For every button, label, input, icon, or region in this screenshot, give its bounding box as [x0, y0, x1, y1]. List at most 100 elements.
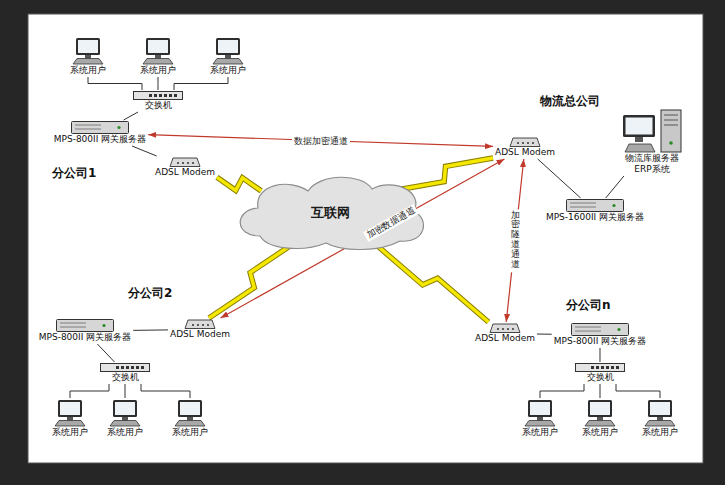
gateway-panel — [570, 203, 596, 204]
network-cable — [97, 344, 114, 362]
sw-icon — [575, 363, 625, 372]
network-cable — [133, 329, 168, 330]
lightning-outline — [217, 177, 261, 191]
pc-icon — [71, 37, 105, 65]
network-cable — [616, 384, 660, 398]
device-label: MPS-800II 网关服务器 — [554, 336, 647, 347]
device-label: 系统用户 — [210, 65, 246, 76]
monitor-frame — [623, 115, 655, 137]
switch-port — [169, 94, 172, 97]
switch-port — [136, 366, 139, 369]
monitor-screen — [180, 402, 200, 415]
pc-device: 系统用户 — [138, 36, 178, 77]
pc-icon — [141, 37, 175, 65]
gw-icon — [71, 121, 129, 134]
keyboard — [175, 421, 205, 427]
gateway-panel — [75, 129, 101, 130]
monitor-frame — [216, 38, 240, 55]
mdm-device: ADSL Modem — [473, 322, 537, 345]
power-led — [669, 141, 673, 145]
monitor-frame — [648, 400, 672, 417]
switch-case — [101, 364, 150, 372]
modem-led — [507, 328, 509, 330]
gateway-panel — [570, 207, 596, 208]
mdm-device: ADSL Modem — [153, 156, 217, 179]
keyboard — [213, 59, 243, 65]
edge-label-holder: 加密数据通道 — [363, 204, 419, 242]
switch-port — [596, 366, 599, 369]
lightning-link — [372, 241, 489, 322]
tunnel-arrow — [506, 159, 524, 322]
gw-device: MPS-800II 网关服务器 — [552, 322, 649, 348]
mdm-device: ADSL Modem — [493, 136, 557, 159]
device-label: ADSL Modem — [155, 167, 215, 178]
gateway-panel — [60, 327, 86, 328]
modem-case — [510, 138, 540, 147]
monitor-frame — [146, 38, 170, 55]
gw-icon — [571, 323, 629, 336]
switch-port — [131, 366, 134, 369]
drive-bay — [664, 115, 678, 116]
drive-bay — [664, 125, 678, 126]
mdm-icon — [168, 157, 202, 167]
gw-icon — [566, 199, 624, 212]
sw-device: 交换机 — [131, 90, 185, 112]
lightning-link — [217, 177, 261, 191]
pc-device: 系统用户 — [580, 398, 620, 439]
tunnel-arrow — [148, 135, 493, 147]
keyboard — [625, 144, 655, 152]
monitor-screen — [590, 402, 610, 415]
device-label: 系统用户 — [582, 427, 618, 438]
modem-led — [532, 142, 534, 144]
sw-device: 交换机 — [98, 362, 152, 384]
device-label: 系统用户 — [107, 427, 143, 438]
monitor-screen — [218, 40, 238, 53]
network-cable — [537, 334, 552, 335]
gw-icon — [56, 319, 114, 332]
switch-port — [611, 366, 614, 369]
mdm-icon — [488, 323, 522, 333]
modem-led — [502, 328, 504, 330]
monitor-screen — [60, 402, 80, 415]
modem-led — [197, 324, 199, 326]
device-label: 系统用户 — [52, 427, 88, 438]
switch-port — [616, 366, 619, 369]
network-cable — [70, 384, 109, 398]
switch-port — [174, 94, 177, 97]
device-label: MPS-800II 网关服务器 — [54, 134, 147, 145]
monitor-stand — [122, 417, 128, 421]
modem-case — [490, 324, 520, 333]
device-label: ADSL Modem — [170, 329, 230, 340]
mdm-icon — [508, 137, 542, 147]
monitor-frame — [58, 400, 82, 417]
gateway-panel — [60, 323, 86, 324]
cloud-label: 互联网 — [311, 205, 350, 220]
network-cable — [158, 77, 159, 90]
srv-icon — [621, 109, 683, 153]
modem-led — [182, 162, 184, 164]
monitor-screen — [78, 40, 98, 53]
monitor-stand — [187, 417, 193, 421]
edge-label-holder: 数据加密通道 — [292, 135, 350, 146]
switch-port — [149, 94, 152, 97]
modem-led — [177, 162, 179, 164]
keyboard — [110, 421, 140, 427]
keyboard — [645, 421, 675, 427]
mdm-icon — [183, 319, 217, 329]
device-label: 交换机 — [112, 372, 139, 383]
tunnel-label: 加密隧道通道 — [510, 209, 521, 272]
monitor-frame — [528, 400, 552, 417]
cloud-outline — [240, 177, 423, 249]
modem-led — [512, 328, 514, 330]
gateway-led — [102, 324, 105, 327]
gateway-case — [571, 324, 628, 336]
gateway-led — [617, 328, 620, 331]
network-cable — [124, 112, 139, 120]
monitor-screen — [115, 402, 135, 415]
switch-port — [141, 366, 144, 369]
sw-icon — [100, 363, 150, 372]
site-name: 物流总公司 — [540, 94, 600, 108]
